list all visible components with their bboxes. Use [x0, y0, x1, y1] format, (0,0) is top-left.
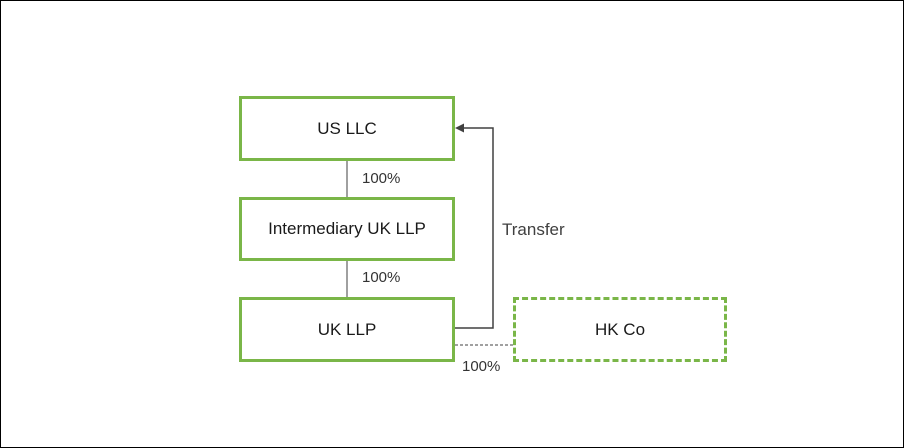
ownership-pct-us-intermediary: 100% — [362, 170, 401, 187]
transfer-label: Transfer — [502, 220, 565, 239]
entity-intermediary-uk-llp-label: Intermediary UK LLP — [268, 219, 426, 238]
entity-uk-llp-label: UK LLP — [317, 319, 377, 339]
entity-us-llc-label: US LLC — [317, 118, 377, 138]
ownership-pct-intermediary-uk: 100% — [362, 269, 401, 286]
ownership-pct-uk-hk: 100% — [462, 358, 501, 375]
entity-hk-co-label: HK Co — [594, 319, 646, 339]
transfer-arrow-path — [455, 127, 494, 329]
transfer-arrowhead-icon — [455, 123, 464, 133]
entity-uk-llp: UK LLP — [239, 297, 455, 362]
entity-hk-co: HK Co — [513, 297, 727, 362]
entity-us-llc: US LLC — [239, 96, 455, 161]
entity-intermediary-uk-llp: Intermediary UK LLP — [239, 197, 455, 261]
